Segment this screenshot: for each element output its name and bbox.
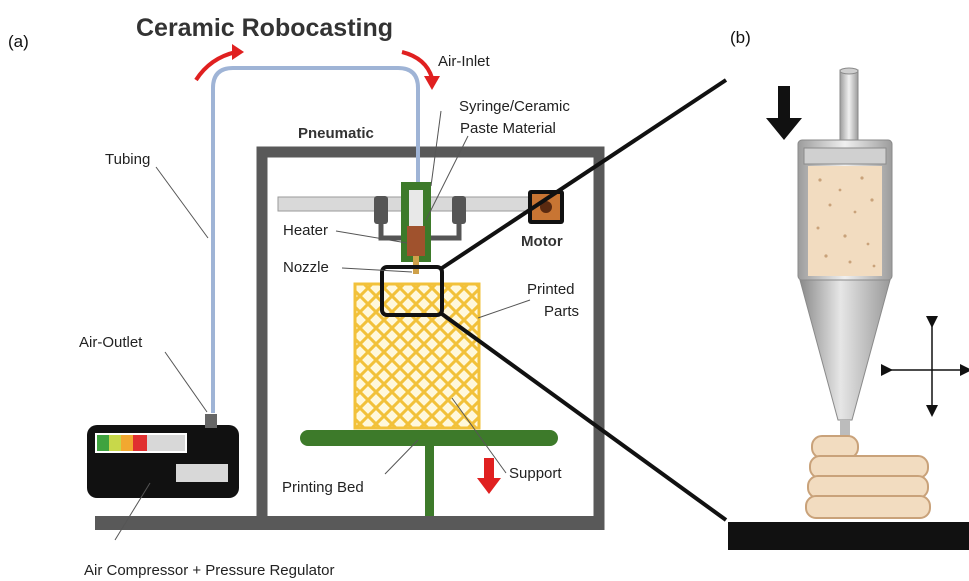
zoom-line-bottom (440, 312, 728, 522)
zoom-line-top (440, 78, 728, 270)
air-compressor (87, 414, 239, 498)
nozzle-cone (799, 279, 891, 421)
zoom-box (380, 265, 444, 317)
label-nozzle: Nozzle (283, 259, 329, 276)
diagram-title: Ceramic Robocasting (136, 14, 393, 42)
label-syringe-1: Syringe/Ceramic (459, 98, 570, 115)
flow-arrow-right (401, 50, 434, 79)
carriage-right (452, 196, 466, 224)
printed-part (353, 282, 481, 430)
substrate (728, 522, 969, 550)
label-printed-1: Printed (527, 281, 575, 298)
paste-particles (816, 176, 876, 268)
label-support: Support (509, 465, 562, 482)
extruded-layers (805, 435, 931, 519)
plunger-head (803, 147, 887, 165)
plunger-rod-top (839, 67, 859, 75)
heater-block (407, 226, 425, 256)
label-compressor: Air Compressor + Pressure Regulator (84, 562, 335, 579)
enclosure-frame (256, 146, 605, 530)
air-tubing (211, 66, 420, 413)
printing-bed (300, 430, 558, 446)
ceramic-paste (808, 166, 882, 276)
label-air-outlet: Air-Outlet (79, 334, 143, 351)
label-pneumatic: Pneumatic (298, 125, 374, 142)
panel-b-label: (b) (730, 28, 751, 47)
label-printed-2: Parts (544, 303, 579, 320)
nozzle-outlet (840, 420, 850, 436)
label-air-inlet: Air-Inlet (438, 53, 491, 70)
bed-down-arrow-icon (477, 458, 501, 494)
motor (528, 190, 564, 224)
label-heater: Heater (283, 222, 328, 239)
panel-a-label: (a) (8, 32, 29, 51)
carriage-left (374, 196, 388, 224)
label-tubing: Tubing (105, 151, 150, 168)
flow-arrowhead-left (232, 44, 244, 60)
bed-support-column (425, 446, 434, 516)
leader-lines (114, 110, 531, 541)
label-motor: Motor (521, 233, 563, 250)
push-down-arrow-icon (766, 86, 802, 140)
flow-arrow-left (194, 50, 237, 82)
xy-motion-arrows-icon (881, 316, 969, 417)
ground-base (95, 516, 600, 530)
label-printing-bed: Printing Bed (282, 479, 364, 496)
syringe-body (409, 190, 423, 226)
label-syringe-2: Paste Material (460, 120, 556, 137)
plunger-rod (839, 69, 859, 141)
flow-arrowhead-right (424, 76, 440, 90)
